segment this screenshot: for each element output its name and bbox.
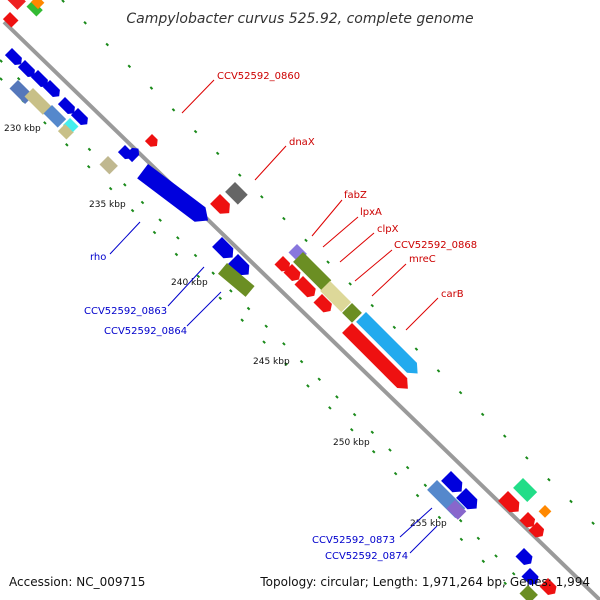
gene-label-ccv52592-0874[interactable]: CCV52592_0874: [325, 551, 408, 562]
scale-tick-250: 250 kbp: [333, 438, 370, 448]
accession-text: Accession: NC_009715: [9, 575, 145, 589]
gene-label-dnax[interactable]: dnaX: [289, 137, 315, 148]
topology-text: Topology: circular; Length: 1,971,264 bp…: [259, 575, 590, 589]
scale-tick-245: 245 kbp: [253, 357, 290, 367]
scale-tick-230: 230 kbp: [4, 124, 41, 134]
gene-label-ccv52592-0864[interactable]: CCV52592_0864: [104, 326, 187, 337]
gene-label-ccv52592-0863[interactable]: CCV52592_0863: [84, 306, 167, 317]
scale-tick-235: 235 kbp: [89, 200, 126, 210]
gene-label-lpxa[interactable]: lpxA: [360, 207, 382, 218]
reverse-gene-labels: [109, 221, 438, 554]
gene-cluster-middle: [212, 237, 418, 389]
gene-label-fabz[interactable]: fabZ: [344, 190, 367, 201]
tick-track-outer: [61, 0, 600, 531]
gene-label-carb[interactable]: carB: [441, 289, 464, 300]
map-title: Campylobacter curvus 525.92, complete ge…: [126, 11, 473, 27]
genome-backbone: [2, 20, 600, 600]
gene-label-mrec[interactable]: mreC: [409, 254, 436, 265]
gene-label-ccv52592-0873[interactable]: CCV52592_0873: [312, 535, 395, 546]
gene-label-clpx[interactable]: clpX: [377, 224, 399, 235]
gene-cluster-lower-right: [427, 471, 557, 600]
forward-gene-labels: [181, 79, 439, 331]
gene-cluster-mid-left: [99, 134, 248, 222]
scale-tick-255: 255 kbp: [410, 519, 447, 529]
gene-label-ccv52592-0860[interactable]: CCV52592_0860: [217, 71, 300, 82]
tick-track-mid: [0, 59, 541, 600]
gene-label-rho[interactable]: rho: [90, 252, 106, 263]
gene-cluster-top-left: [2, 0, 88, 140]
gene-label-ccv52592-0868[interactable]: CCV52592_0868: [394, 240, 477, 251]
